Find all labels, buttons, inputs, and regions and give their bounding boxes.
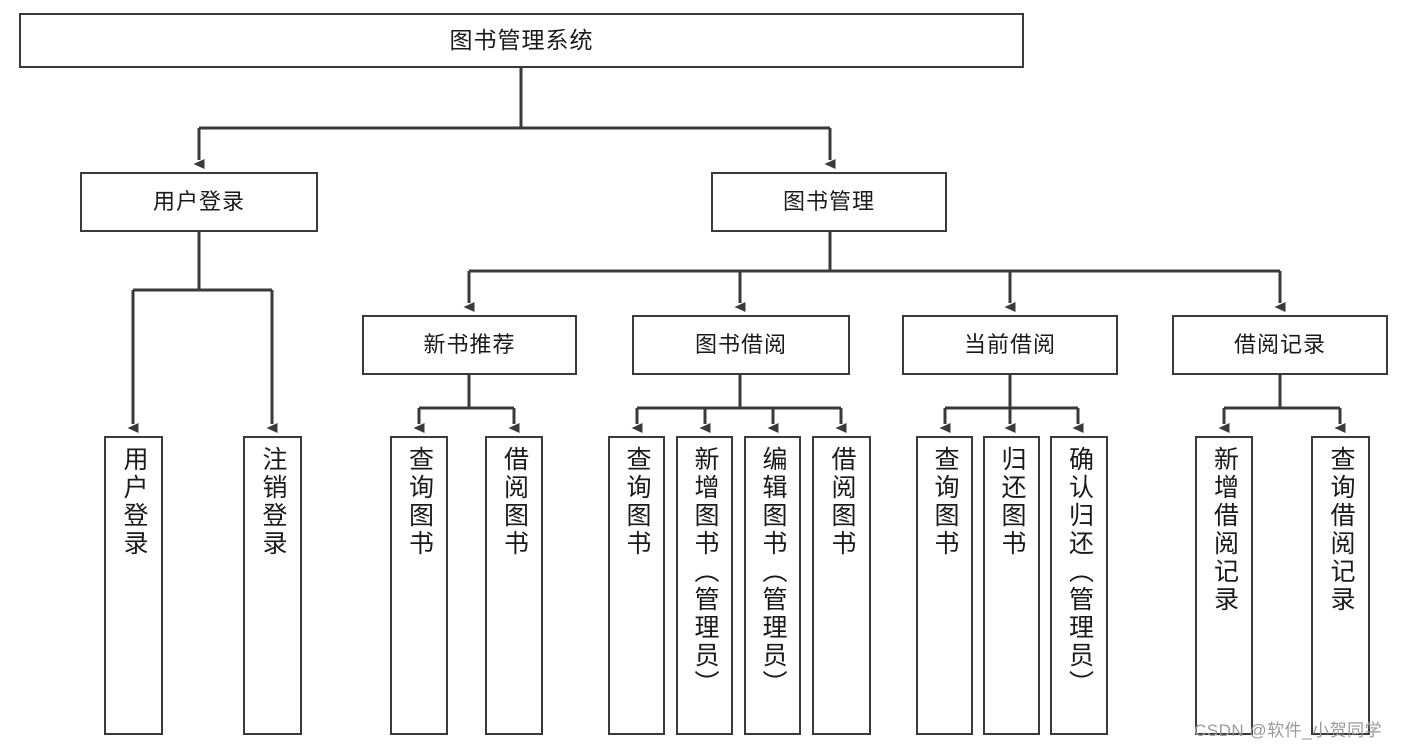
leaf-confirm-return-admin[interactable]: 确认归还（管理员） (1050, 436, 1108, 735)
node-book-management[interactable]: 图书管理 (711, 172, 947, 232)
node-new-book-recommend[interactable]: 新书推荐 (362, 315, 577, 375)
leaf-edit-book-admin[interactable]: 编辑图书（管理员） (744, 436, 801, 735)
csdn-watermark: CSDN @软件_小贺同学 (1194, 721, 1383, 740)
leaf-borrow-book[interactable]: 借阅图书 (812, 436, 871, 735)
node-label: 图书管理系统 (449, 26, 594, 53)
leaf-query-book-current[interactable]: 查询图书 (916, 436, 973, 735)
node-label: 新增图书（管理员） (691, 446, 719, 698)
leaf-query-borrow-record[interactable]: 查询借阅记录 (1311, 436, 1370, 735)
leaf-user-login[interactable]: 用户登录 (104, 436, 163, 735)
node-label: 查询图书 (405, 446, 434, 558)
node-label: 借阅图书 (828, 446, 856, 558)
node-root-system[interactable]: 图书管理系统 (19, 13, 1024, 68)
node-label: 借阅图书 (500, 446, 529, 558)
node-current-borrow[interactable]: 当前借阅 (902, 315, 1118, 375)
node-label: 图书管理 (782, 188, 875, 214)
leaf-logout[interactable]: 注销登录 (243, 436, 302, 735)
node-label: 归还图书 (998, 446, 1026, 558)
node-label: 借阅记录 (1233, 331, 1326, 357)
node-label: 查询图书 (931, 446, 959, 558)
node-label: 查询借阅记录 (1327, 446, 1355, 614)
node-label: 用户登录 (120, 446, 148, 558)
node-label: 当前借阅 (963, 331, 1056, 357)
leaf-query-book-recommend[interactable]: 查询图书 (390, 436, 448, 735)
node-label: 确认归还（管理员） (1065, 446, 1094, 698)
node-label: 新书推荐 (423, 331, 516, 357)
node-label: 查询图书 (623, 446, 651, 558)
node-label: 用户登录 (152, 188, 245, 214)
node-label: 注销登录 (259, 446, 287, 558)
leaf-return-book[interactable]: 归还图书 (983, 436, 1040, 735)
node-book-borrow[interactable]: 图书借阅 (632, 315, 850, 375)
leaf-add-book-admin[interactable]: 新增图书（管理员） (676, 436, 733, 735)
node-label: 新增借阅记录 (1210, 446, 1239, 614)
node-borrow-records[interactable]: 借阅记录 (1172, 315, 1388, 375)
leaf-borrow-book-recommend[interactable]: 借阅图书 (485, 436, 543, 735)
node-user-login[interactable]: 用户登录 (80, 172, 318, 232)
node-label: 编辑图书（管理员） (759, 446, 787, 698)
leaf-query-book-borrow[interactable]: 查询图书 (608, 436, 665, 735)
leaf-add-borrow-record[interactable]: 新增借阅记录 (1195, 436, 1253, 735)
node-label: 图书借阅 (694, 331, 787, 357)
